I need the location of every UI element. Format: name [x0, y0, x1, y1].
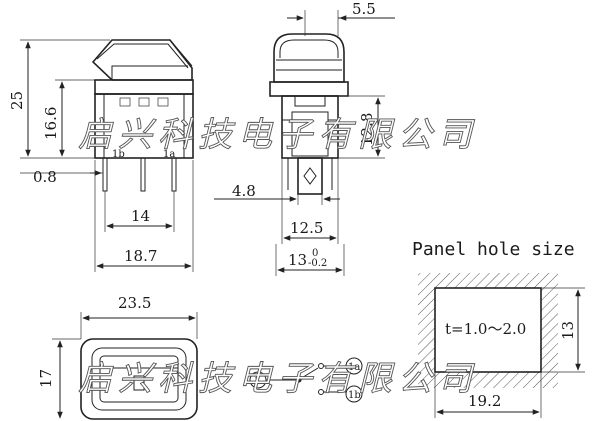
panel-hole: Panel hole size t=1.0～2.0 13 19.2	[412, 239, 585, 418]
dim-frame-width: 13	[288, 251, 307, 269]
dim-frame-tol-upper: 0	[312, 248, 318, 259]
dim-cap-width: 5.5	[352, 0, 376, 18]
dim-height-body: 16.6	[42, 107, 60, 140]
dim-frame-tol-lower: -0.2	[308, 258, 327, 269]
watermark-bottom: 启兴科技电子有限公司	[78, 359, 478, 399]
panel-hole-height: 13	[559, 321, 577, 340]
dim-side-width: 18.7	[124, 247, 157, 265]
terminal-a-label: 1a	[348, 362, 360, 373]
terminal-b-label: 1b	[348, 390, 361, 401]
panel-hole-title: Panel hole size	[412, 239, 575, 260]
dim-top-width: 23.5	[118, 294, 151, 312]
pin-label-1b: 1b	[112, 149, 125, 160]
dim-pin-offset: 0.8	[33, 168, 57, 186]
dim-front-height: 12.8	[358, 113, 376, 146]
dim-pin-pitch: 14	[131, 207, 150, 225]
side-pins	[102, 157, 177, 192]
side-view: 1b 1a 25 16.6 0.8 14 18.7	[8, 39, 194, 272]
dim-front-body-width: 12.5	[290, 219, 323, 237]
pin-label-1a: 1a	[163, 149, 175, 160]
dim-pin-width: 4.8	[232, 182, 256, 200]
top-view: 23.5 17	[37, 294, 198, 420]
panel-hole-width: 19.2	[468, 392, 501, 410]
front-view: 5.5 12.8 4.8 12.5 13 0 -0.2	[214, 0, 395, 276]
watermark-top: 启兴科技电子有限公司	[78, 115, 478, 155]
dim-top-height: 17	[37, 369, 55, 388]
dim-height-total: 25	[8, 91, 26, 110]
panel-thickness: t=1.0～2.0	[445, 320, 526, 338]
switch-schematic: 1 1a 1b	[249, 357, 363, 403]
terminal-common-label: 1	[254, 376, 260, 387]
